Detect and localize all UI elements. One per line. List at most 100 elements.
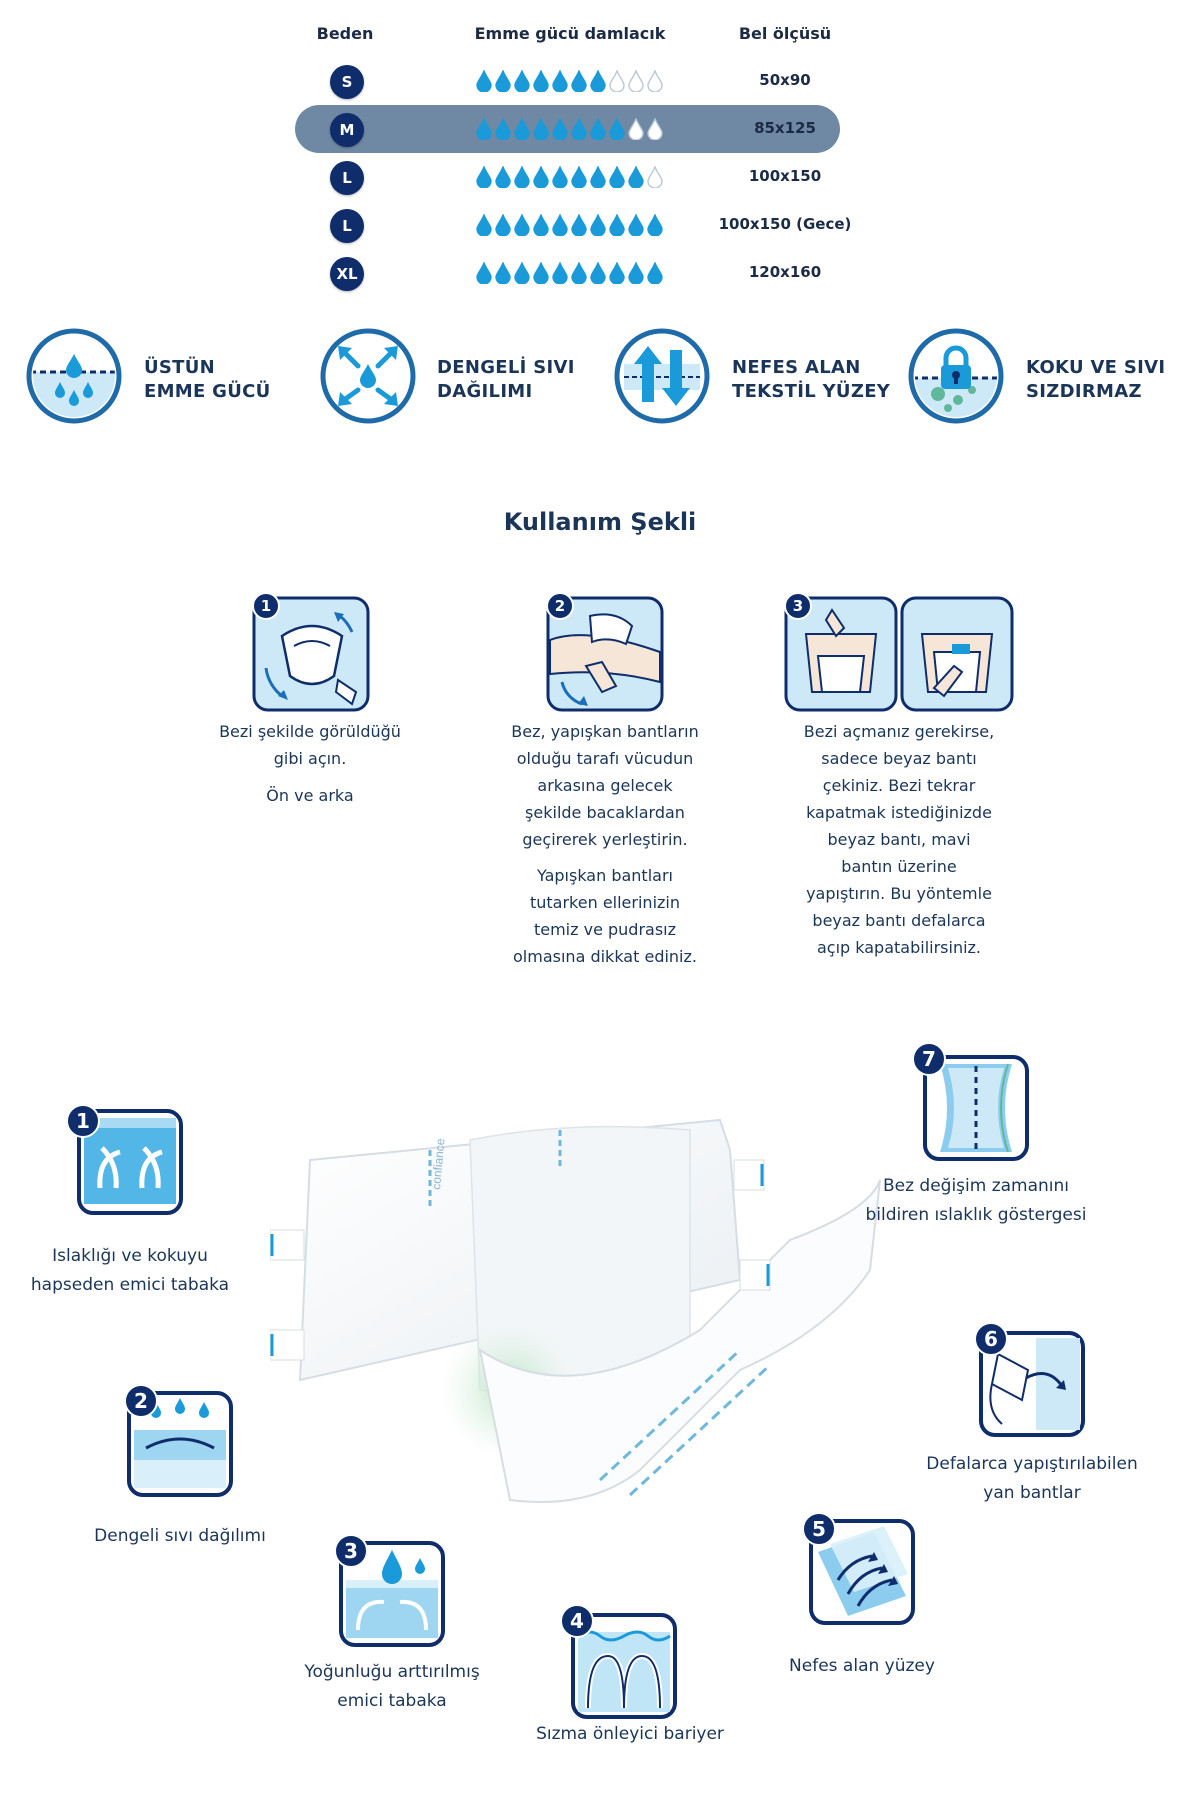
- row-highlight: [295, 105, 840, 153]
- wetness-indicator-icon: [923, 1055, 1029, 1161]
- drop-filled-icon: [495, 70, 511, 92]
- drop-filled-icon: [552, 214, 568, 236]
- size-badge: M: [330, 113, 364, 147]
- drop-filled-icon: [533, 70, 549, 92]
- waist-value: 50x90: [759, 71, 811, 89]
- step-text: Ön ve arka: [266, 786, 354, 805]
- drop-filled-icon: [495, 118, 511, 140]
- drop-filled-icon: [647, 214, 663, 236]
- size-badge: S: [330, 65, 364, 99]
- drop-filled-icon: [628, 262, 644, 284]
- absorption-drops: [476, 262, 663, 284]
- drop-filled-icon: [609, 262, 625, 284]
- absorption-drops: [476, 214, 663, 236]
- drop-filled-icon: [533, 166, 549, 188]
- drop-filled-icon: [514, 262, 530, 284]
- drop-filled-icon: [533, 262, 549, 284]
- absorbent-layer-icon: [77, 1109, 183, 1215]
- drop-filled-icon: [533, 214, 549, 236]
- drop-filled-icon: [514, 166, 530, 188]
- drop-filled-icon: [514, 214, 530, 236]
- drop-filled-icon: [571, 214, 587, 236]
- resealable-tape-icon: [979, 1331, 1085, 1437]
- step-text: Bez, yapışkan bantların olduğu tarafı vü…: [511, 722, 699, 849]
- callout-number: 6: [974, 1322, 1008, 1356]
- step-number: 3: [784, 592, 812, 620]
- waist-value: 120x160: [748, 263, 822, 281]
- absorption-drops: [476, 166, 663, 188]
- drop-filled-icon: [590, 262, 606, 284]
- absorption-drops: [476, 118, 663, 140]
- drop-filled-icon: [571, 262, 587, 284]
- drop-empty-icon: [628, 70, 644, 92]
- drop-filled-icon: [571, 118, 587, 140]
- step-text: Yapışkan bantları tutarken ellerinizin t…: [513, 866, 697, 966]
- dense-core-icon: [339, 1541, 445, 1647]
- callout-number: 4: [560, 1604, 594, 1638]
- callout-number: 1: [66, 1104, 100, 1138]
- waist-value: 100x150: [748, 167, 822, 185]
- drop-filled-icon: [476, 118, 492, 140]
- step-text: Bezi açmanız gerekirse, sadece beyaz ban…: [803, 722, 995, 957]
- drop-filled-icon: [495, 166, 511, 188]
- size-row: L 100x150 (Gece): [0, 201, 1200, 249]
- size-row-highlighted: M 85x125: [0, 105, 1200, 153]
- header-absorption: Emme gücü damlacık: [474, 24, 666, 43]
- drop-filled-icon: [609, 118, 625, 140]
- diaper-product-image: confiance: [270, 1118, 881, 1503]
- drop-filled-icon: [514, 70, 530, 92]
- leak-barrier-icon: [571, 1613, 677, 1719]
- brand-mark: confiance: [429, 1138, 447, 1191]
- size-row: XL 120x160: [0, 249, 1200, 297]
- feature-label: ÜSTÜN EMME GÜCÜ: [144, 357, 271, 402]
- size-row: S 50x90: [0, 57, 1200, 105]
- drop-filled-icon: [647, 262, 663, 284]
- callout-number: 3: [334, 1534, 368, 1568]
- drop-empty-icon: [628, 118, 644, 140]
- feature-label: NEFES ALAN TEKSTİL YÜZEY: [732, 357, 891, 402]
- drop-filled-icon: [628, 166, 644, 188]
- step-text: Bezi şekilde görüldüğü gibi açın.: [219, 722, 401, 768]
- drop-filled-icon: [552, 118, 568, 140]
- step-number: 1: [252, 592, 280, 620]
- step-number: 2: [546, 592, 574, 620]
- usage-title: Kullanım Şekli: [503, 508, 697, 536]
- drop-filled-icon: [571, 70, 587, 92]
- feature-label: DENGELİ SIVI DAĞILIMI: [437, 357, 575, 402]
- callout-number: 5: [802, 1512, 836, 1546]
- drop-filled-icon: [590, 214, 606, 236]
- drop-filled-icon: [609, 166, 625, 188]
- callout-number: 2: [124, 1384, 158, 1418]
- drop-filled-icon: [552, 166, 568, 188]
- callout-text: Sızma önleyici bariyer: [536, 1724, 724, 1744]
- callout-text: Bez değişim zamanını bildiren ıslaklık g…: [865, 1176, 1087, 1225]
- drop-filled-icon: [552, 262, 568, 284]
- place-diaper-illustration: [546, 596, 664, 712]
- liquid-distribution-icon: [127, 1391, 233, 1497]
- drop-filled-icon: [571, 166, 587, 188]
- callout-text: Dengeli sıvı dağılımı: [94, 1526, 266, 1546]
- header-size: Beden: [316, 24, 374, 43]
- callout-text: Defalarca yapıştırılabilen yan bantlar: [926, 1454, 1138, 1503]
- callout-text: Yoğunluğu arttırılmış emici tabaka: [304, 1662, 480, 1711]
- header-waist: Bel ölçüsü: [738, 24, 832, 43]
- size-badge: XL: [330, 257, 364, 291]
- drop-filled-icon: [476, 70, 492, 92]
- feature-label: KOKU VE SIVI SIZDIRMAZ: [1026, 357, 1166, 402]
- absorption-drops: [476, 70, 663, 92]
- drop-empty-icon: [647, 118, 663, 140]
- waist-value: 100x150 (Gece): [718, 215, 852, 233]
- breathable-surface-icon: [809, 1519, 915, 1625]
- callout-text: Islaklığı ve kokuyu hapseden emici tabak…: [30, 1246, 230, 1295]
- spread-arrows-icon: [320, 328, 416, 424]
- drop-filled-icon: [476, 166, 492, 188]
- size-row: L 100x150: [0, 153, 1200, 201]
- drop-filled-icon: [590, 166, 606, 188]
- drop-filled-icon: [495, 214, 511, 236]
- drop-filled-icon: [533, 118, 549, 140]
- drop-filled-icon: [590, 70, 606, 92]
- breathable-arrows-icon: [614, 328, 710, 424]
- drop-empty-icon: [647, 70, 663, 92]
- drop-filled-icon: [514, 118, 530, 140]
- drop-filled-icon: [628, 214, 644, 236]
